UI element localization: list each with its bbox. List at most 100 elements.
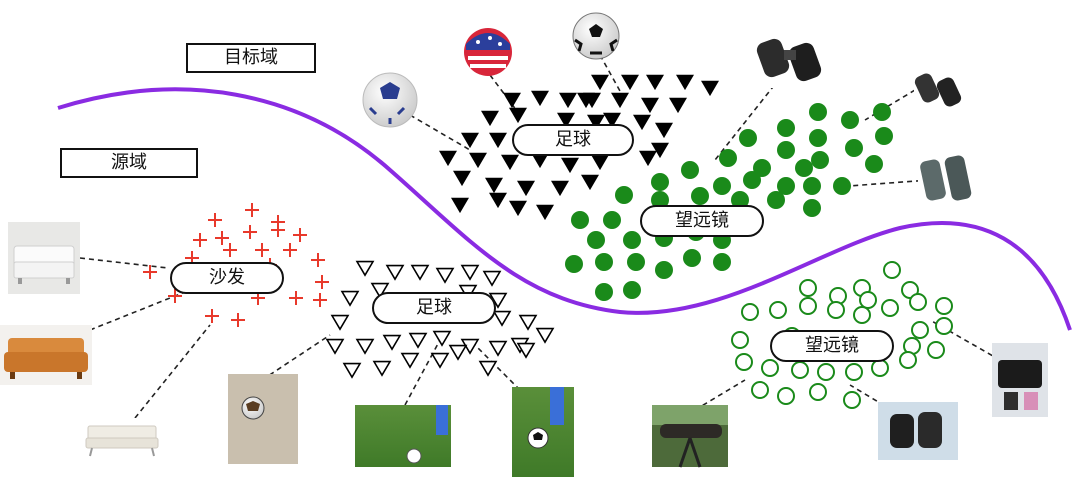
plus-marker <box>311 253 325 267</box>
soccer-ball-classic-image <box>572 12 620 60</box>
plus-marker <box>293 228 307 242</box>
plus-marker <box>193 233 207 247</box>
filled-circle-marker <box>571 211 589 229</box>
hollow-triangle-marker <box>482 270 502 287</box>
filled-circle-marker <box>681 161 699 179</box>
filled-triangle-marker <box>587 114 605 131</box>
target-telescope-label: 望远镜 <box>640 205 764 237</box>
hollow-circle-marker <box>777 387 795 405</box>
filled-triangle-marker <box>469 152 487 169</box>
hollow-circle-marker <box>791 361 809 379</box>
filled-circle-marker <box>833 177 851 195</box>
filled-circle-marker <box>777 177 795 195</box>
filled-circle-marker <box>845 139 863 157</box>
plus-marker <box>143 265 157 279</box>
hollow-circle-marker <box>817 363 835 381</box>
hollow-triangle-marker <box>400 352 420 369</box>
filled-circle-marker <box>595 283 613 301</box>
plus-marker <box>313 293 327 307</box>
hollow-circle-marker <box>859 291 877 309</box>
ball-on-grass-image-1 <box>355 405 451 467</box>
hollow-circle-marker <box>799 279 817 297</box>
filled-triangle-marker <box>676 74 694 91</box>
filled-triangle-marker <box>509 107 527 124</box>
source-football-markers <box>325 260 555 379</box>
hollow-triangle-marker <box>492 310 512 327</box>
hollow-circle-marker <box>935 297 953 315</box>
hollow-triangle-marker <box>372 360 392 377</box>
source-sofa-label: 沙发 <box>170 262 284 294</box>
white-sofa-image <box>8 222 80 294</box>
filled-triangle-marker <box>451 197 469 214</box>
filled-circle-marker <box>587 231 605 249</box>
ball-on-grass-image-2 <box>512 387 574 477</box>
domain-boundary-curve <box>57 87 1072 331</box>
filled-circle-marker <box>615 186 633 204</box>
filled-triangle-marker <box>701 80 719 97</box>
hollow-triangle-marker <box>432 330 452 347</box>
filled-triangle-marker <box>509 200 527 217</box>
filled-circle-marker <box>809 129 827 147</box>
filled-circle-marker <box>623 281 641 299</box>
hollow-circle-marker <box>843 391 861 409</box>
filled-triangle-marker <box>577 92 595 109</box>
sofa-markers <box>143 203 329 327</box>
hollow-triangle-marker <box>355 338 375 355</box>
orange-sofa-image <box>0 325 92 385</box>
hollow-triangle-marker <box>430 352 450 369</box>
filled-triangle-marker <box>481 110 499 127</box>
hollow-circle-marker <box>883 261 901 279</box>
plus-marker <box>168 289 182 303</box>
target-football-label: 足球 <box>512 124 634 156</box>
filled-triangle-marker <box>655 122 673 139</box>
hollow-triangle-marker <box>342 362 362 379</box>
hollow-circle-marker <box>853 306 871 324</box>
hollow-circle-marker <box>761 359 779 377</box>
filled-circle-marker <box>795 159 813 177</box>
source-telescope-label: 望远镜 <box>770 330 894 362</box>
filled-circle-marker <box>809 103 827 121</box>
hollow-circle-marker <box>769 301 787 319</box>
source-telescope-markers <box>731 261 953 409</box>
filled-triangle-marker <box>646 74 664 91</box>
hollow-circle-marker <box>735 353 753 371</box>
filled-circle-marker <box>811 151 829 169</box>
filled-triangle-marker <box>651 142 669 159</box>
filled-triangle-marker <box>531 90 549 107</box>
filled-triangle-marker <box>559 92 577 109</box>
filled-circle-marker <box>777 141 795 159</box>
hollow-circle-marker <box>911 321 929 339</box>
plus-marker <box>243 225 257 239</box>
binoculars-small-image <box>914 66 964 112</box>
filled-triangle-marker <box>639 150 657 167</box>
hollow-triangle-marker <box>355 260 375 277</box>
hollow-circle-marker <box>881 299 899 317</box>
filled-circle-marker <box>627 253 645 271</box>
plus-marker <box>315 275 329 289</box>
filled-circle-marker <box>767 191 785 209</box>
hollow-triangle-marker <box>435 267 455 284</box>
plus-marker <box>215 231 229 245</box>
filled-circle-marker <box>603 211 621 229</box>
plus-marker <box>231 313 245 327</box>
plus-marker <box>289 291 303 305</box>
filled-circle-marker <box>803 177 821 195</box>
filled-triangle-marker <box>603 112 621 129</box>
plus-marker <box>255 243 269 257</box>
filled-triangle-marker <box>621 74 639 91</box>
target-telescope-markers <box>565 103 893 301</box>
filled-triangle-marker <box>641 97 659 114</box>
filled-triangle-marker <box>591 74 609 91</box>
hollow-triangle-marker <box>385 264 405 281</box>
filled-triangle-marker <box>503 92 521 109</box>
hollow-circle-marker <box>741 303 759 321</box>
filled-triangle-marker <box>489 132 507 149</box>
filled-triangle-marker <box>517 180 535 197</box>
filled-circle-marker <box>739 129 757 147</box>
target-domain-label: 目标域 <box>186 43 316 73</box>
plus-marker <box>208 213 222 227</box>
filled-triangle-marker <box>581 174 599 191</box>
filled-circle-marker <box>753 159 771 177</box>
filled-circle-marker <box>777 119 795 137</box>
filled-triangle-marker <box>501 154 519 171</box>
